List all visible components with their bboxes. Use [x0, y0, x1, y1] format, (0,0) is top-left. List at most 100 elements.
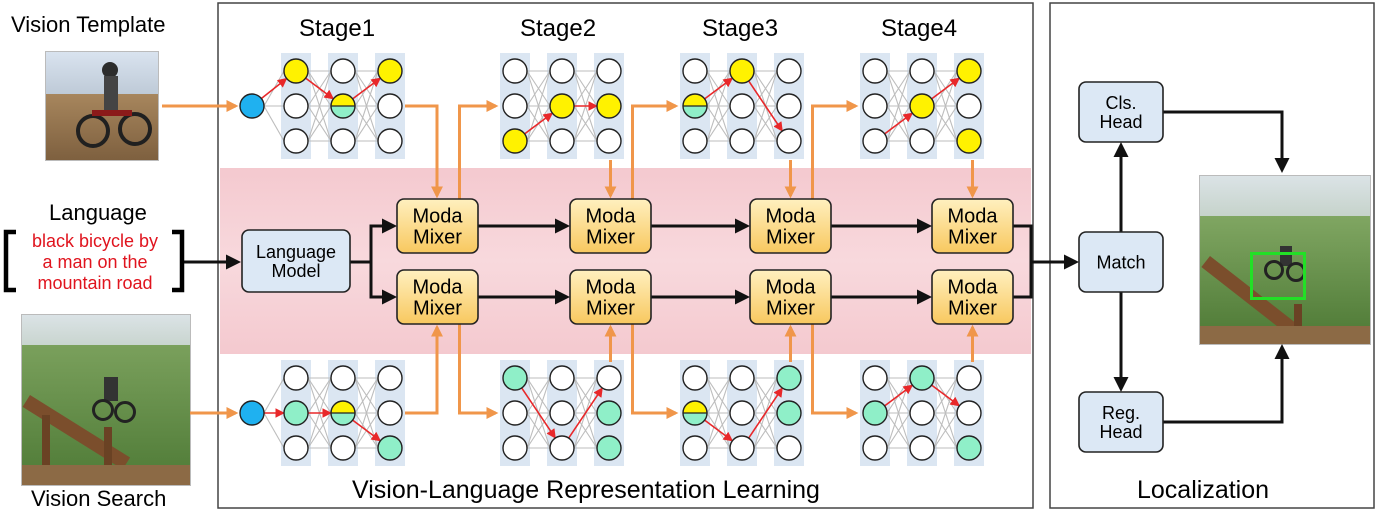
- cls-head-block-box: [1078, 81, 1164, 143]
- red-path-arrow: [521, 387, 556, 439]
- moda-mixer-top-4-label: Mixer: [948, 227, 997, 249]
- network-node: [377, 365, 403, 391]
- red-path-arrow: [884, 112, 914, 135]
- moda-mixer-top-1-label: Mixer: [413, 227, 462, 249]
- query-line-1: black bicycle by: [31, 231, 159, 251]
- stage3-search-network: [680, 360, 804, 466]
- stage1-template-network: [239, 53, 405, 159]
- moda-mixer-top-2-label: Moda: [585, 206, 636, 228]
- mixer-to-match-bottom-line: [1013, 262, 1033, 299]
- network-node: [549, 58, 575, 84]
- red-path-arrow: [748, 80, 783, 132]
- moda-mixer-bottom-1-box: [396, 269, 479, 325]
- network-node: [283, 365, 309, 391]
- network-node: [330, 58, 356, 84]
- red-path-arrow: [931, 384, 961, 407]
- language-model-block-box: [241, 229, 351, 293]
- network-node: [377, 93, 403, 119]
- network-node: [729, 93, 755, 119]
- network-node: [239, 93, 265, 119]
- language-model-block-label: Model: [271, 261, 320, 281]
- moda-mixer-top-2-box: [569, 198, 652, 254]
- moda-mixer-top-1-label: Moda: [412, 206, 463, 228]
- stage4-template-network: [860, 53, 984, 159]
- blocks-layer: LanguageModelModaMixerModaMixerModaMixer…: [241, 81, 1164, 453]
- red-path-arrow: [524, 112, 554, 135]
- right-bracket: [172, 229, 185, 293]
- stage-label-3: Stage3: [702, 15, 779, 42]
- network-node: [956, 93, 982, 119]
- network-node: [502, 93, 528, 119]
- network-node: [596, 435, 622, 461]
- network-node: [596, 93, 622, 119]
- cls-head-block: Cls.Head: [1078, 81, 1164, 143]
- network-node: [682, 93, 708, 119]
- moda-mixer-bottom-1-label: Moda: [412, 277, 463, 299]
- moda-mixer-bottom-4-box: [931, 269, 1014, 325]
- network-node: [729, 365, 755, 391]
- network-node: [909, 93, 935, 119]
- network-node: [377, 128, 403, 154]
- network-node: [682, 128, 708, 154]
- model-to-mixer-bottom-arrow: [369, 262, 397, 305]
- network-node: [596, 400, 622, 426]
- network-node: [596, 58, 622, 84]
- network-node: [549, 93, 575, 119]
- network-node: [502, 128, 528, 154]
- network-node: [330, 93, 356, 119]
- moda-mixer-bottom-3-label: Mixer: [766, 298, 815, 320]
- cls-head-block-label: Cls.: [1106, 93, 1137, 113]
- network-node: [909, 400, 935, 426]
- localization-result-image: [1199, 175, 1371, 345]
- network-node: [549, 435, 575, 461]
- red-path-arrow: [260, 77, 288, 100]
- search-image: [21, 314, 191, 486]
- vision-template-label: Vision Template: [11, 12, 166, 37]
- network-node: [862, 400, 888, 426]
- network-node: [776, 93, 802, 119]
- cls-head-block-label: Head: [1099, 112, 1142, 132]
- network-node: [682, 58, 708, 84]
- moda-mixer-bottom-1-label: Mixer: [413, 298, 462, 320]
- network-node: [956, 58, 982, 84]
- network-node: [909, 128, 935, 154]
- network-node: [862, 93, 888, 119]
- stage-label-2: Stage2: [520, 15, 597, 42]
- moda-mixer-top-4-label: Moda: [947, 206, 998, 228]
- vision-search-label: Vision Search: [31, 486, 167, 511]
- network-node: [502, 435, 528, 461]
- mixer-to-template-stage-2: [458, 100, 499, 199]
- stage-label-1: Stage1: [299, 15, 376, 42]
- moda-mixer-bottom-3-box: [749, 269, 832, 325]
- network-node: [776, 400, 802, 426]
- cls-to-result-arrow: [1163, 110, 1290, 173]
- moda-mixer-bottom-4-label: Mixer: [948, 298, 997, 320]
- network-node: [330, 400, 356, 426]
- network-node: [283, 435, 309, 461]
- red-path-arrow: [748, 387, 783, 439]
- moda-mixer-top-4-box: [931, 198, 1014, 254]
- network-node: [682, 365, 708, 391]
- network-node: [776, 435, 802, 461]
- network-node: [862, 58, 888, 84]
- reg-head-block-box: [1078, 391, 1164, 453]
- network-node: [682, 400, 708, 426]
- red-path-arrow: [704, 77, 734, 100]
- network-node: [909, 365, 935, 391]
- moda-mixer-top-1-box: [396, 198, 479, 254]
- localization-panel: [1049, 2, 1375, 509]
- network-node: [502, 400, 528, 426]
- network-node: [956, 128, 982, 154]
- mixer-to-template-stage-4: [811, 100, 859, 199]
- network-node: [330, 128, 356, 154]
- network-node: [956, 365, 982, 391]
- network-node: [283, 400, 309, 426]
- representation-panel: [217, 2, 1034, 509]
